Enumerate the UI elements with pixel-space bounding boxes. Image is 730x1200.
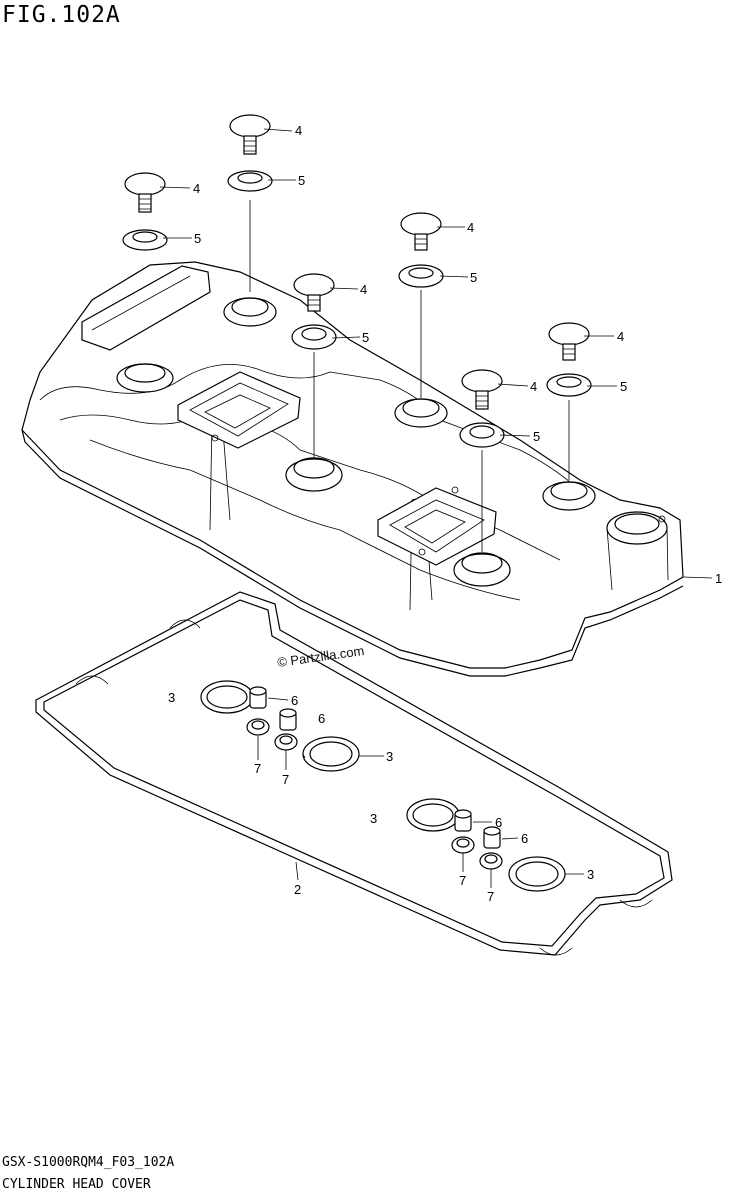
- callout-4: 4: [467, 220, 474, 235]
- callout-4: 4: [617, 329, 624, 344]
- callout-3: 3: [386, 749, 393, 764]
- boss-4: [394, 398, 448, 428]
- figure-title: FIG.102A: [2, 2, 121, 28]
- callout-6: 6: [291, 693, 298, 708]
- spacer-6d[interactable]: [483, 826, 501, 849]
- boss-6: [453, 552, 511, 587]
- boss-5: [542, 481, 596, 511]
- callout-7: 7: [487, 889, 494, 904]
- callout-3: 3: [587, 867, 594, 882]
- callout-4: 4: [193, 181, 200, 196]
- bolt-washer-set-a[interactable]: [227, 114, 273, 292]
- spacer-6c[interactable]: [454, 809, 472, 832]
- o-ring-right-upper[interactable]: [406, 798, 460, 832]
- leader-lines: [159, 128, 713, 888]
- head-cover-gasket[interactable]: [35, 591, 673, 956]
- bolt-washer-set-f[interactable]: [459, 369, 505, 552]
- cylinder-head-cover[interactable]: [21, 261, 684, 677]
- callout-5: 5: [470, 270, 477, 285]
- callout-4: 4: [530, 379, 537, 394]
- callout-7: 7: [459, 873, 466, 888]
- callout-3: 3: [168, 690, 175, 705]
- callout-4: 4: [295, 123, 302, 138]
- callout-7: 7: [282, 772, 289, 787]
- callout-6: 6: [521, 831, 528, 846]
- callout-7: 7: [254, 761, 261, 776]
- callout-3: 3: [370, 811, 377, 826]
- figure-name: CYLINDER HEAD COVER: [2, 1177, 151, 1192]
- o-ring-left-upper[interactable]: [200, 680, 254, 714]
- bolt-washer-set-c[interactable]: [291, 273, 337, 458]
- ring-7d[interactable]: [479, 852, 503, 870]
- callout-5: 5: [533, 429, 540, 444]
- ring-7c[interactable]: [451, 836, 475, 854]
- o-ring-right-lower[interactable]: [508, 856, 566, 892]
- bolt-washer-set-d[interactable]: [398, 212, 444, 398]
- spacer-6a[interactable]: [249, 686, 267, 709]
- callout-labels: 4 5 4 5 4 5 4 5 4 5 4 5 1 2 3 6 6 3 7 7 …: [168, 123, 722, 904]
- bolt-washer-set-e[interactable]: [546, 322, 592, 480]
- callout-5: 5: [362, 330, 369, 345]
- o-ring-left-lower[interactable]: [302, 736, 360, 772]
- spacer-6b[interactable]: [279, 708, 297, 731]
- boss-1: [116, 363, 174, 393]
- boss-3: [285, 457, 343, 492]
- callout-5: 5: [194, 231, 201, 246]
- boss-2: [223, 297, 277, 327]
- oil-filler-boss: [606, 511, 669, 591]
- callout-5: 5: [298, 173, 305, 188]
- callout-2: 2: [294, 882, 301, 897]
- ring-7a[interactable]: [246, 718, 270, 736]
- callout-6: 6: [318, 711, 325, 726]
- callout-6: 6: [495, 815, 502, 830]
- callout-1: 1: [715, 571, 722, 586]
- watermark-text: © Partzilla.com: [276, 643, 365, 670]
- callout-4: 4: [360, 282, 367, 297]
- bolt-washer-set-b[interactable]: [122, 172, 168, 251]
- ring-7b[interactable]: [274, 733, 298, 751]
- figure-code: GSX-S1000RQM4_F03_102A: [2, 1155, 175, 1170]
- callout-5: 5: [620, 379, 627, 394]
